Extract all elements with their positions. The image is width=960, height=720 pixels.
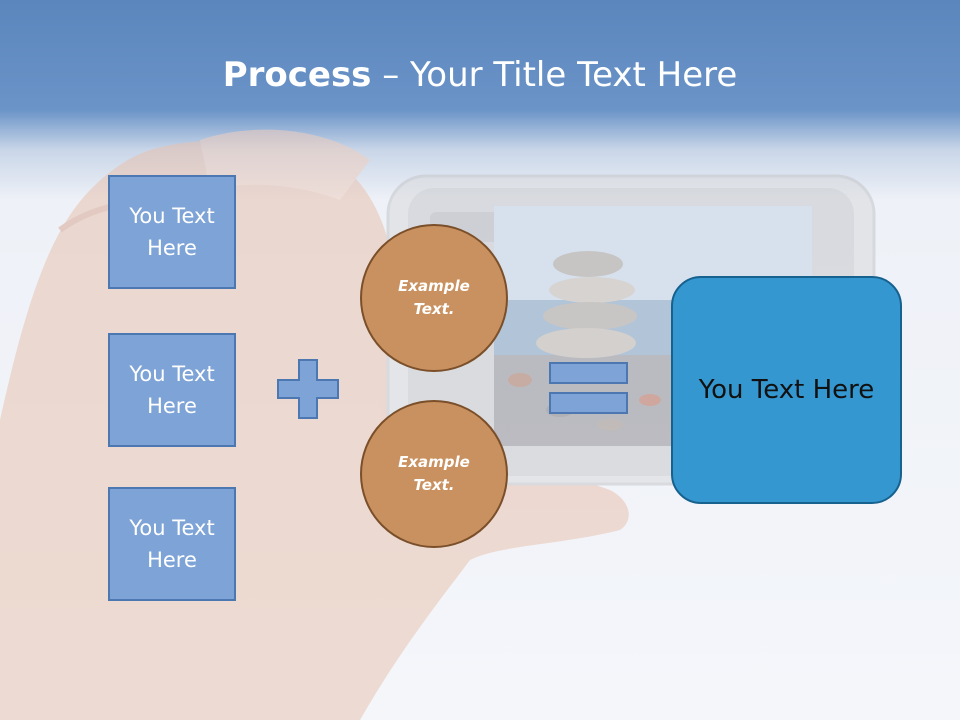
title-rest-part: – Your Title Text Here: [371, 55, 738, 95]
input-box-1: You Text Here: [108, 175, 236, 289]
example-circle-2-label: Example Text.: [398, 453, 470, 494]
result-box: You Text Here: [671, 276, 902, 504]
example-circle-2: Example Text.: [360, 400, 508, 548]
equals-icon: [549, 362, 628, 414]
slide-title: Process – Your Title Text Here: [0, 52, 960, 98]
plus-icon: [277, 359, 339, 419]
example-circle-1: Example Text.: [360, 224, 508, 372]
example-circle-1-label: Example Text.: [398, 277, 470, 318]
input-box-2: You Text Here: [108, 333, 236, 447]
input-box-3: You Text Here: [108, 487, 236, 601]
title-bold-part: Process: [222, 55, 372, 95]
